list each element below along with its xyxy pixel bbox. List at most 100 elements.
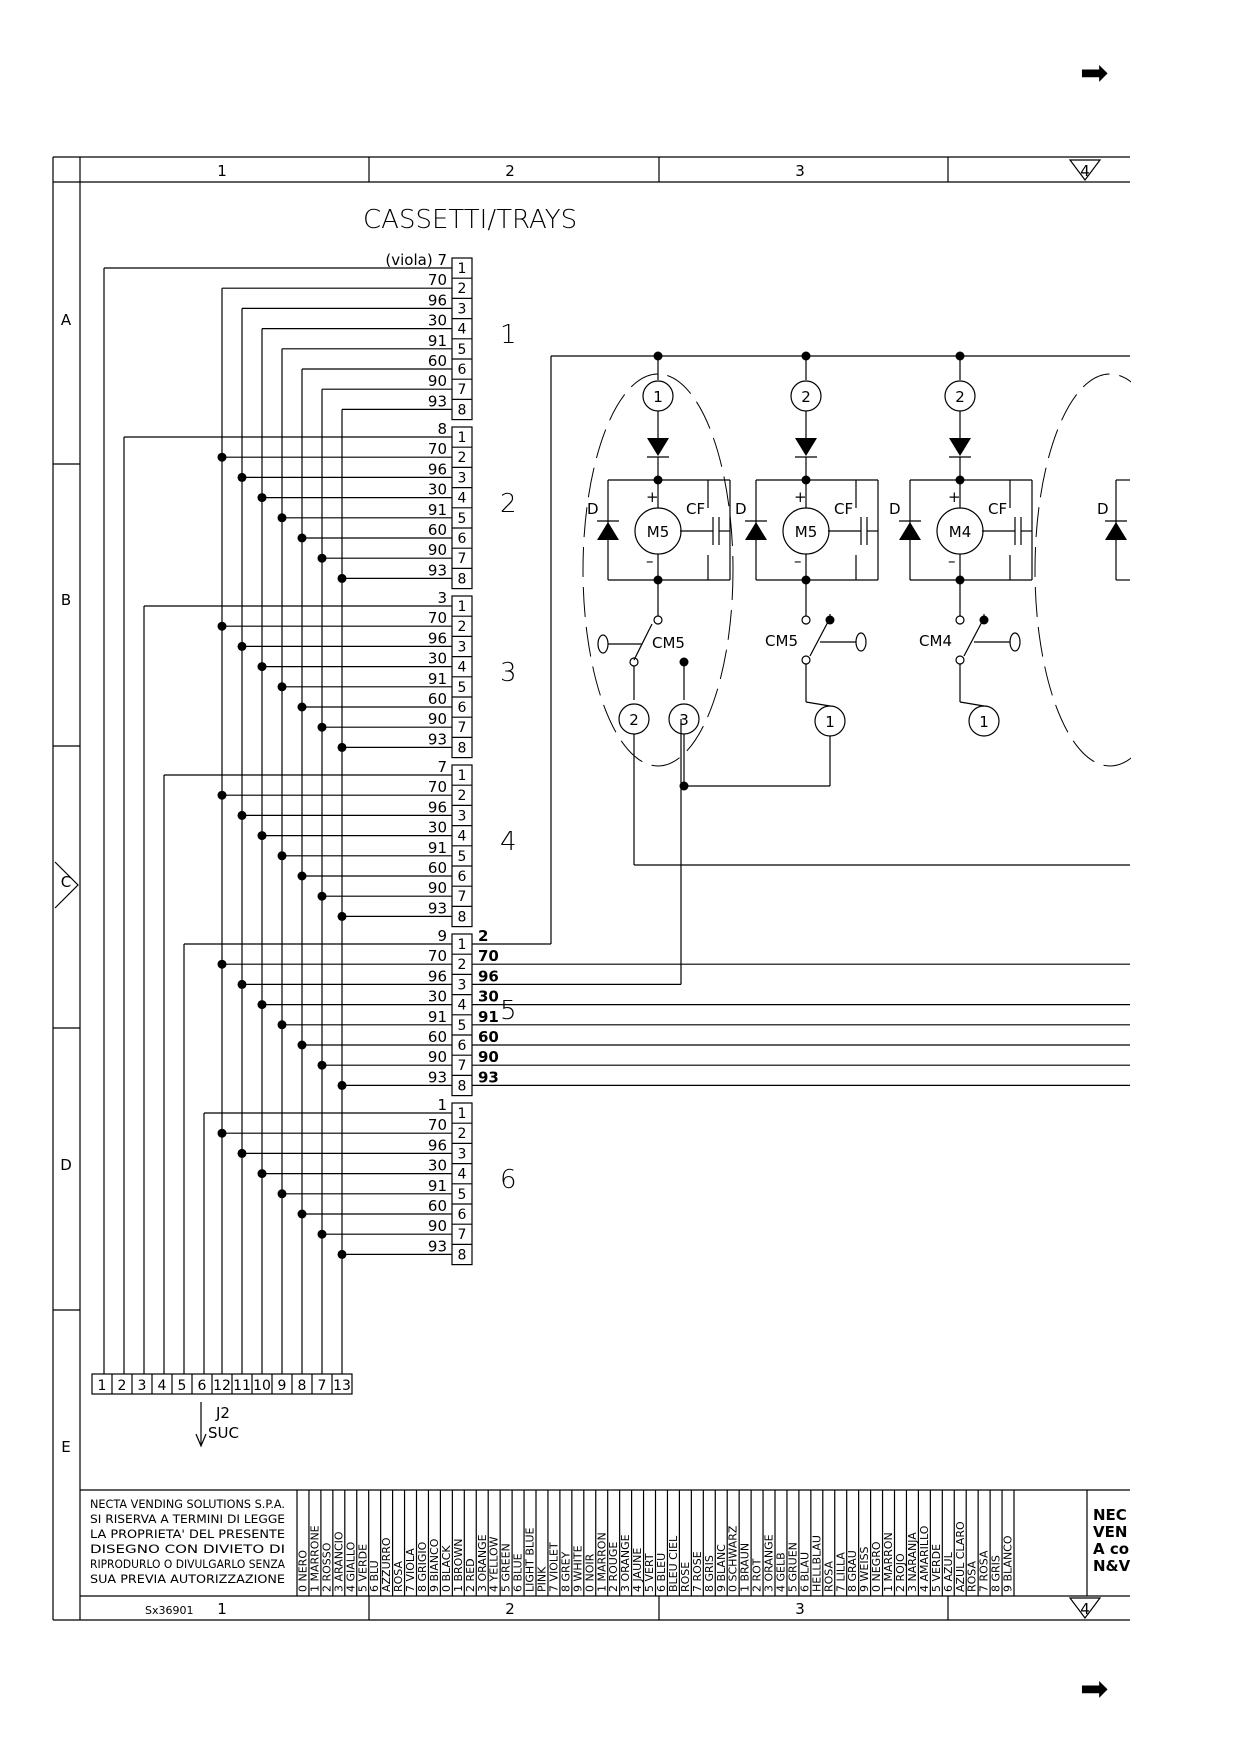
connector-pin: 3	[458, 639, 467, 655]
switch-contact	[653, 615, 663, 625]
next-page-arrow-bottom[interactable]: ➡	[1080, 1669, 1109, 1709]
color-legend-entry: 0 SCHWARZ	[727, 1525, 740, 1592]
wire-code: 91	[428, 332, 447, 350]
wire-code: 60	[428, 690, 447, 708]
switch-label: CM5	[652, 634, 685, 652]
connector-pin: 7	[458, 889, 467, 905]
j2-pin: 13	[333, 1378, 351, 1394]
wire-code: 96	[428, 798, 447, 816]
color-legend-entry: 9 WHITE	[571, 1545, 584, 1592]
switch-lever	[963, 617, 985, 657]
switch-actuator	[1009, 632, 1021, 652]
junction-dot	[277, 1020, 287, 1030]
capacitor-label: CF	[686, 500, 705, 518]
brand-name-fragment: VEN	[1093, 1523, 1127, 1541]
connector-pin: 8	[458, 909, 467, 925]
junction-dot	[297, 1209, 307, 1219]
color-legend-entry: 4 GIALLO	[344, 1541, 357, 1592]
connector-pin: 2	[458, 957, 467, 973]
wire-code: (viola) 7	[385, 251, 447, 269]
wire-code: 70	[428, 1116, 447, 1134]
connector-pin: 8	[458, 740, 467, 756]
connector-pin: 4	[458, 491, 467, 507]
node-label: 1	[825, 713, 835, 731]
column-label-top: 1	[217, 162, 227, 180]
tray5-output-code: 30	[478, 988, 499, 1006]
next-page-arrow-top[interactable]: ➡	[1080, 53, 1109, 93]
freewheel-diode	[899, 522, 921, 540]
series-diode	[647, 438, 669, 456]
switch-actuator	[855, 632, 867, 652]
color-legend-entry: 4 YELLOW	[488, 1536, 501, 1592]
color-legend-entry: 4 AMARILLO	[918, 1525, 931, 1592]
connector-pin: 5	[458, 1187, 467, 1203]
wire-code: 70	[428, 778, 447, 796]
wire-code: 90	[428, 879, 447, 897]
junction-dot	[337, 911, 347, 921]
wire-code: 91	[428, 1008, 447, 1026]
color-legend-entry: ROSA	[966, 1561, 979, 1592]
junction-dot	[217, 621, 227, 631]
wire-code: 90	[428, 710, 447, 728]
connector-pin: 3	[458, 1146, 467, 1162]
color-legend-entry: ROSE	[679, 1562, 692, 1592]
freewheel-diode	[745, 522, 767, 540]
switch-lever	[809, 617, 831, 657]
node-label: 1	[979, 713, 989, 731]
wire-code: 30	[428, 1157, 447, 1175]
minus-label: –	[948, 552, 956, 570]
wire-code: 30	[428, 312, 447, 330]
wire-code: 30	[428, 650, 447, 668]
column-label-bottom: 2	[505, 1600, 515, 1618]
connector-pin: 8	[458, 402, 467, 418]
wire-code: 91	[428, 839, 447, 857]
j2-pin: 1	[98, 1378, 107, 1394]
wire-code: 96	[428, 460, 447, 478]
junction-dot	[297, 533, 307, 543]
j2-pin: 11	[233, 1378, 251, 1394]
connector-pin: 3	[458, 808, 467, 824]
wire-code: 60	[428, 1197, 447, 1215]
connector-pin: 3	[458, 301, 467, 317]
color-legend-entry: 3 ORANGE	[476, 1534, 489, 1592]
j2-sublabel: SUC	[208, 1424, 239, 1442]
junction-dot	[257, 1169, 267, 1179]
motor-label: M5	[647, 523, 670, 541]
connector-pin: 6	[458, 362, 467, 378]
connector-pin: 4	[458, 829, 467, 845]
tray5-output-code: 60	[478, 1028, 499, 1046]
junction-dot	[317, 1229, 327, 1239]
row-label: A	[61, 311, 72, 329]
junction-dot	[277, 513, 287, 523]
color-legend-entry: 9 BLANCO	[1002, 1535, 1015, 1592]
connector-pin: 3	[458, 470, 467, 486]
junction-dot	[679, 657, 689, 667]
node-label: 2	[955, 388, 965, 406]
color-legend-entry: 5 GRUEN	[786, 1542, 799, 1592]
diode-label: D	[735, 500, 747, 518]
j2-pin: 8	[298, 1378, 307, 1394]
color-legend-entry: 7 VIOLET	[547, 1542, 560, 1592]
color-legend-entry: 3 ORANGE	[619, 1534, 632, 1592]
junction-dot	[317, 722, 327, 732]
wire-code: 30	[428, 988, 447, 1006]
tray5-output-code: 91	[478, 1008, 499, 1026]
color-legend-entry: AZUL CLARO	[954, 1521, 967, 1592]
junction-dot	[317, 891, 327, 901]
wire-code: 60	[428, 521, 447, 539]
connector-pin: 1	[458, 768, 467, 784]
color-legend-entry: 8 GREY	[559, 1551, 572, 1592]
switch-label: CM4	[919, 632, 952, 650]
junction-dot	[217, 959, 227, 969]
connector-pin: 5	[458, 849, 467, 865]
diode-label: D	[1097, 500, 1109, 518]
connector-pin: 6	[458, 1207, 467, 1223]
color-legend-entry: ROSA	[392, 1561, 405, 1592]
color-legend-entry: 4 GELB	[775, 1552, 788, 1592]
wire-code: 93	[428, 730, 447, 748]
color-legend-entry: 3 NARANJA	[906, 1532, 919, 1592]
color-legend-entry: BLEU CIEL	[667, 1535, 680, 1592]
switch-contact	[801, 615, 811, 625]
